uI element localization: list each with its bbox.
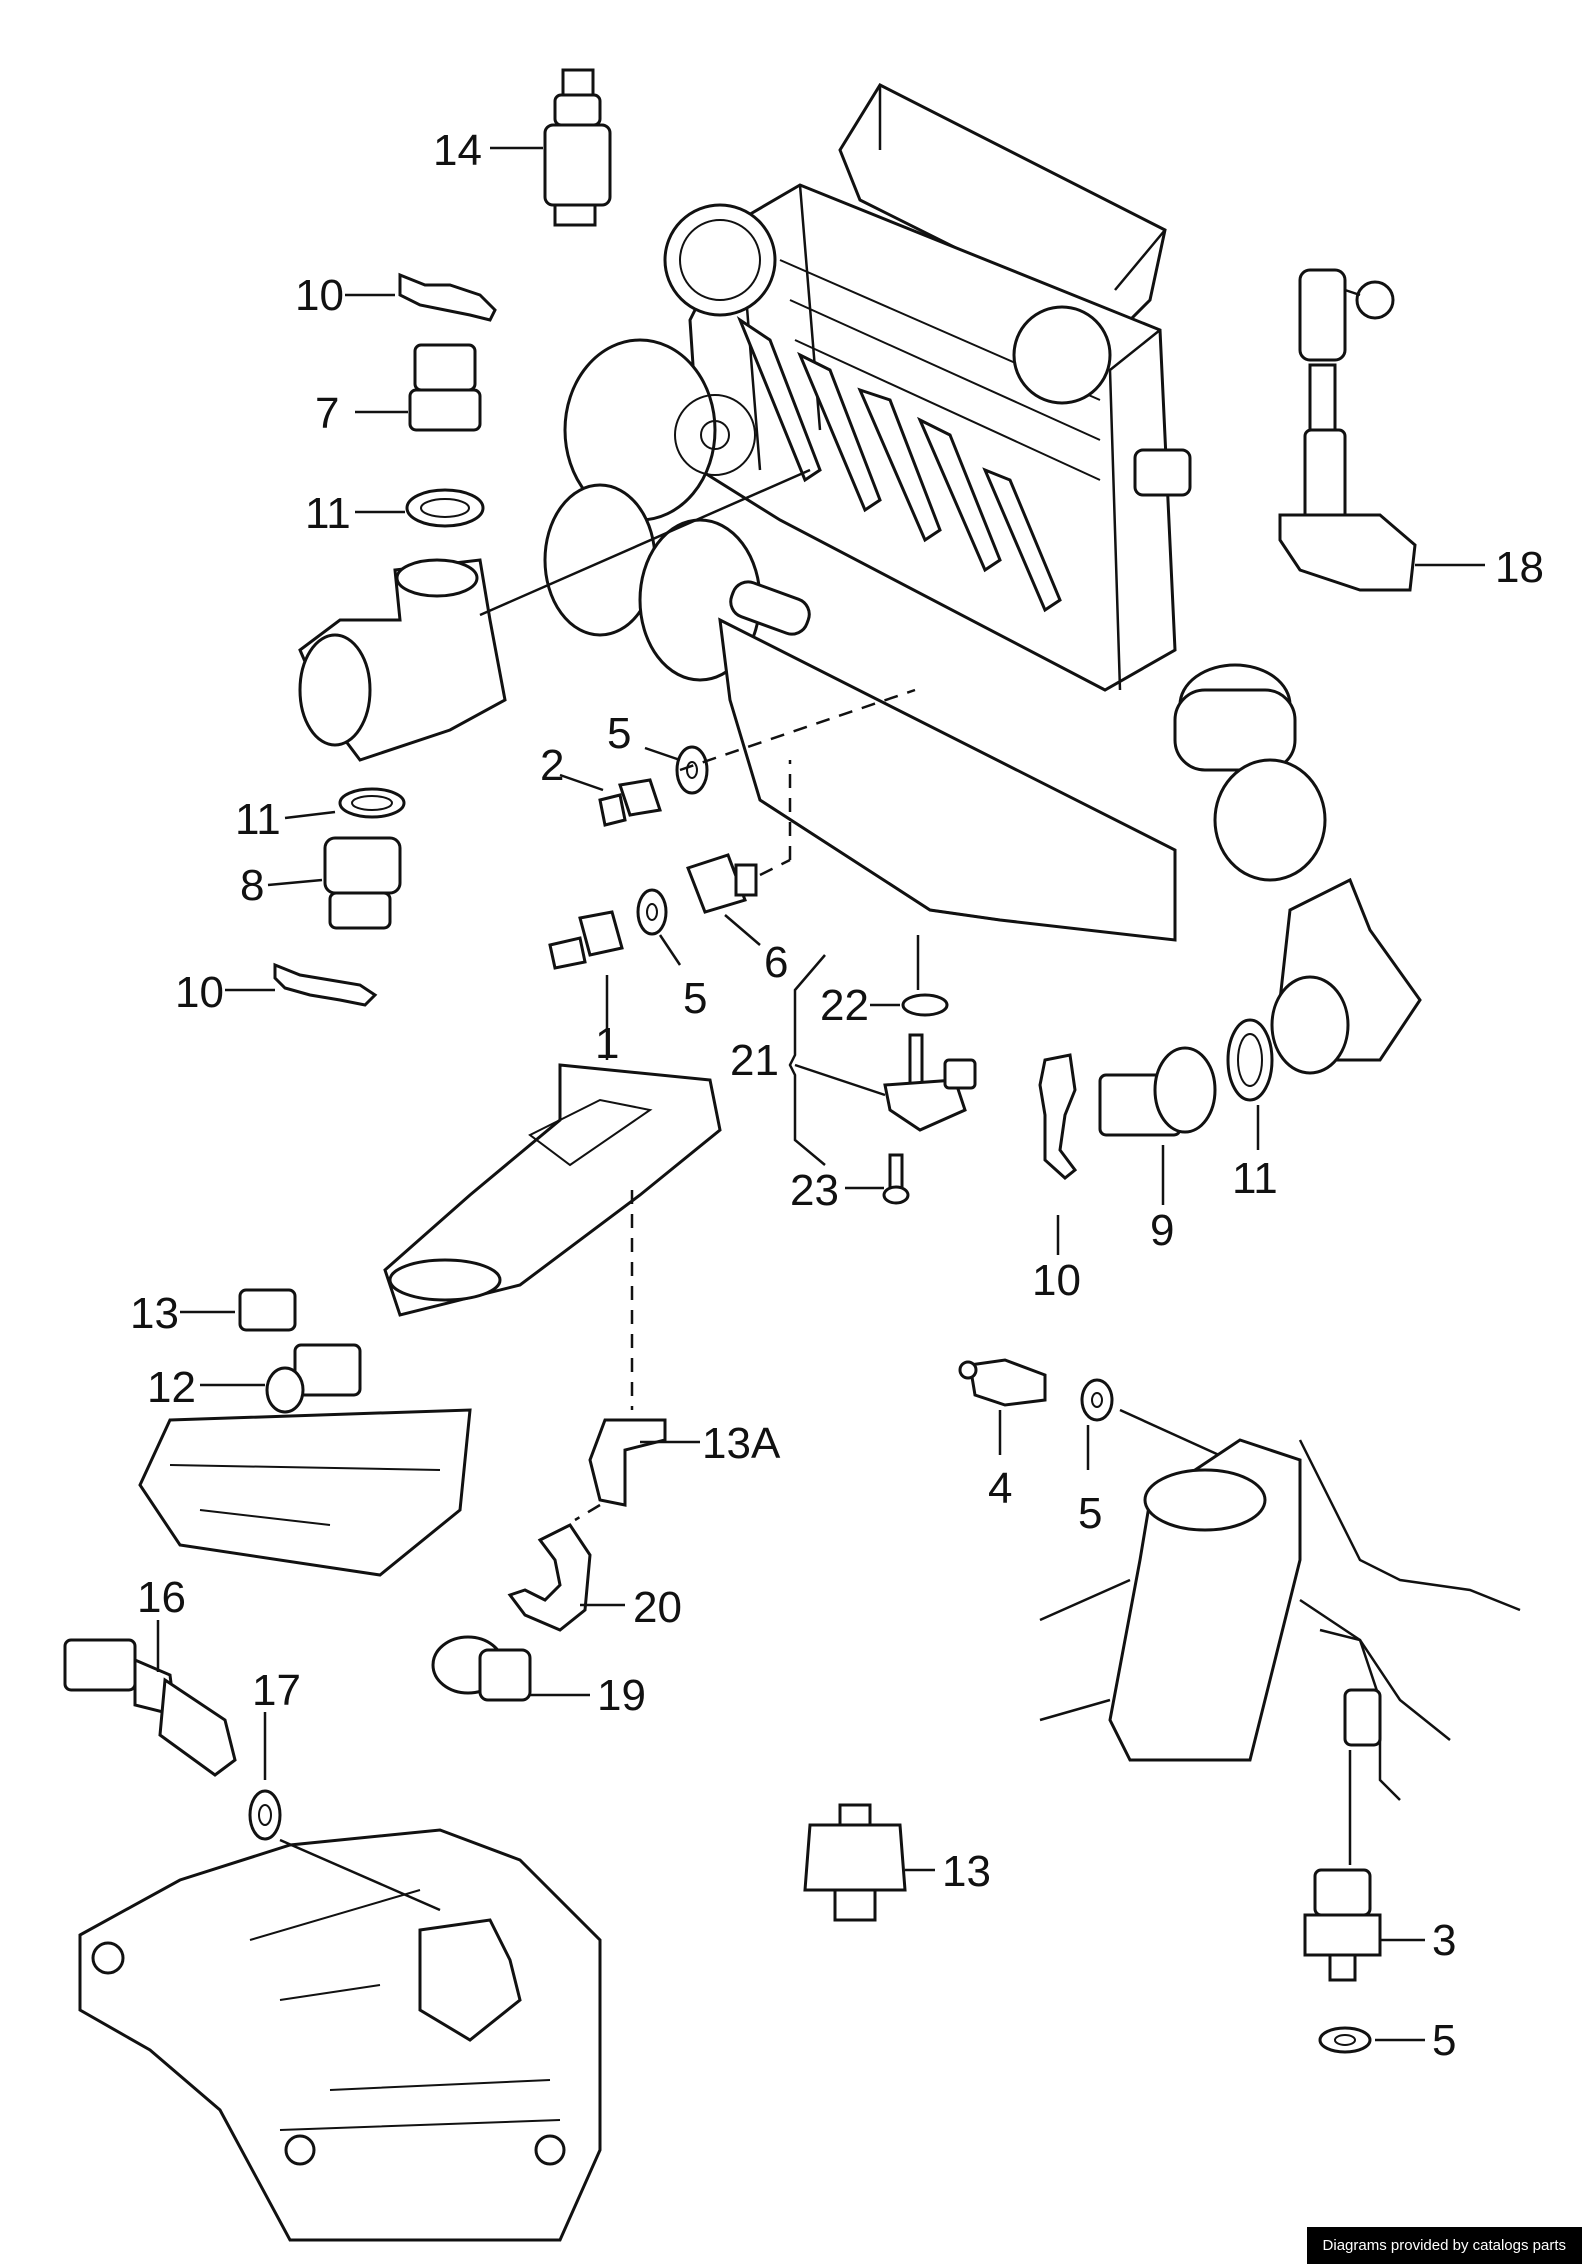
part-11-seal-top	[355, 488, 485, 528]
callout-labels: 14 10 7 11 5 2 11 8 10 1 5 6 22 21 23 18…	[130, 126, 1544, 2065]
callout-13: 13	[130, 1289, 179, 1338]
part-23-bolt	[845, 1153, 910, 1205]
part-13-cap	[180, 1288, 297, 1332]
callout-5: 5	[1078, 1489, 1102, 1538]
part-5-washer-b	[636, 888, 682, 966]
callout-12: 12	[147, 1363, 196, 1412]
callout-18: 18	[1495, 543, 1544, 592]
callout-11: 11	[305, 489, 351, 538]
callout-5: 5	[683, 974, 707, 1023]
part-3-switch	[1303, 1868, 1425, 1982]
callout-1: 1	[595, 1019, 619, 1068]
callout-17: 17	[252, 1666, 301, 1715]
callout-14: 14	[433, 126, 482, 175]
callout-2: 2	[540, 741, 564, 790]
part-2-sender	[559, 773, 662, 827]
callout-19: 19	[597, 1671, 646, 1720]
callout-10: 10	[175, 968, 224, 1017]
part-11-seal-right	[1226, 1018, 1274, 1150]
callout-10: 10	[295, 271, 344, 320]
part-8-sensor	[267, 836, 402, 930]
callout-23: 23	[790, 1166, 839, 1215]
callout-13A: 13A	[702, 1419, 781, 1468]
part-10-clip-right	[1038, 1053, 1078, 1255]
diagram-credit: Diagrams provided by catalogs parts	[1306, 2227, 1582, 2264]
part-14-switch	[490, 68, 612, 227]
part-18-sensor	[1278, 268, 1485, 592]
part-10-clip-top	[345, 272, 497, 322]
callout-3: 3	[1432, 1916, 1456, 1965]
part-7-sensor	[355, 343, 482, 432]
callout-4: 4	[988, 1464, 1012, 1513]
callout-22: 22	[820, 981, 869, 1030]
callout-5: 5	[1432, 2016, 1456, 2065]
part-16-sensor	[63, 1620, 237, 1777]
callout-13: 13	[942, 1847, 991, 1896]
part-21-sensor	[788, 954, 977, 1166]
callout-6: 6	[764, 938, 788, 987]
part-22-oring	[870, 935, 949, 1017]
callout-16: 16	[137, 1573, 186, 1622]
bracket-assembly	[383, 1063, 722, 1410]
part-4-sender	[958, 1358, 1047, 1455]
callout-5: 5	[607, 709, 631, 758]
gearbox-housing	[78, 1828, 602, 2242]
callout-20: 20	[633, 1583, 682, 1632]
callout-11: 11	[235, 795, 281, 844]
part-11-seal-mid	[284, 787, 406, 820]
callout-10: 10	[1032, 1256, 1081, 1305]
part-5-washer-d	[1318, 2026, 1425, 2054]
callout-21: 21	[730, 1036, 779, 1085]
part-12-sensor	[200, 1343, 362, 1414]
part-19-housing	[431, 1635, 590, 1702]
callout-8: 8	[240, 861, 264, 910]
callout-7: 7	[315, 389, 339, 438]
engine-assembly	[543, 83, 1422, 1075]
front-bumper	[138, 1408, 472, 1577]
part-10-clip-left	[225, 962, 378, 1007]
part-20-clip	[507, 1503, 625, 1632]
part-13-switch	[803, 1803, 935, 1922]
coolant-flange	[298, 468, 811, 762]
part-17-seal	[248, 1712, 282, 1841]
part-5-washer-c	[1080, 1378, 1231, 1470]
part-9-sensor	[1098, 1046, 1217, 1205]
reservoir-area	[1039, 1438, 1521, 1865]
part-13A-bracket	[588, 1418, 700, 1507]
part-6-plug	[686, 853, 761, 946]
part-1-sender	[548, 910, 624, 1060]
callout-9: 9	[1150, 1206, 1174, 1255]
part-5-washer-a	[644, 745, 709, 795]
callout-11: 11	[1232, 1154, 1278, 1203]
